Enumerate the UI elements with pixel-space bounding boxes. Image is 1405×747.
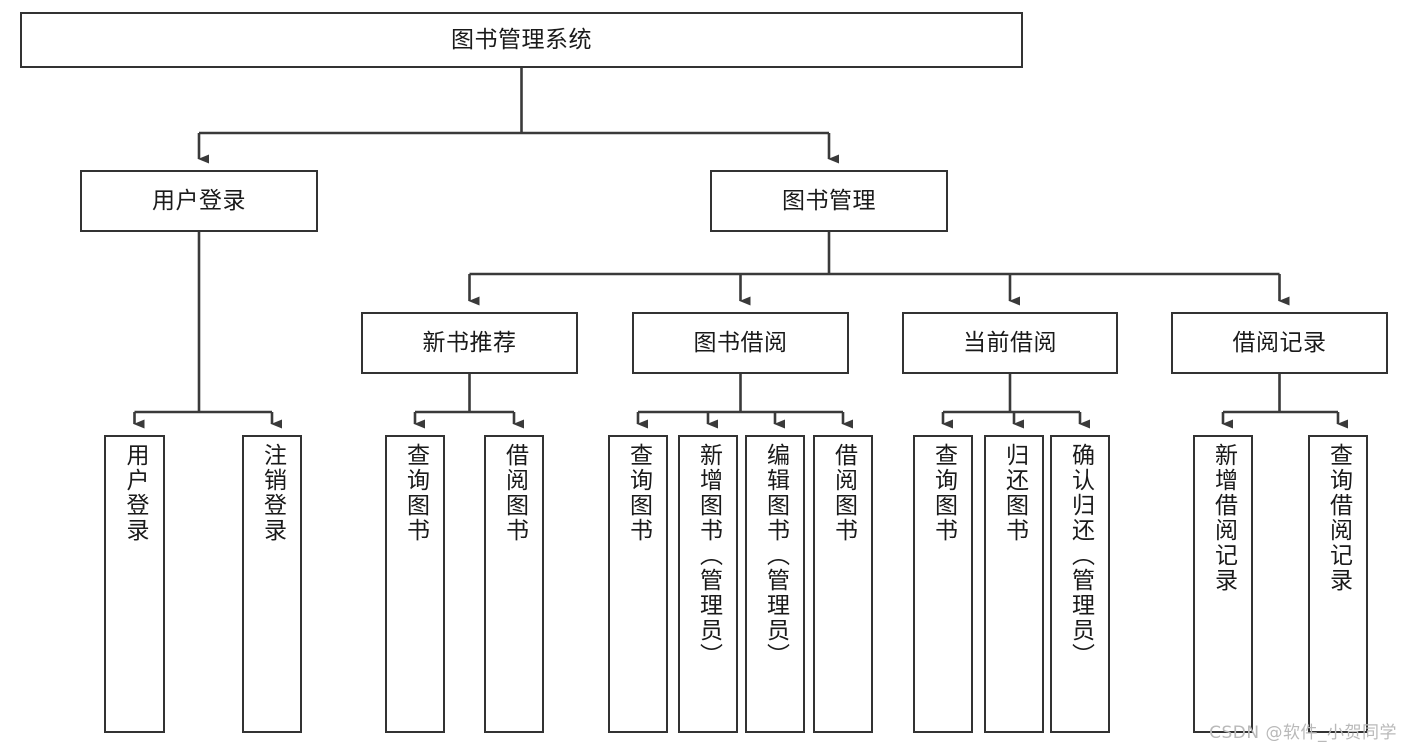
node-leaf-user-login[interactable]: 用户登录 [104, 435, 165, 733]
node-leaf-add-book-admin[interactable]: 新增图书（管理员） [678, 435, 738, 733]
node-user-login[interactable]: 用户登录 [80, 170, 318, 232]
node-current-borrow[interactable]: 当前借阅 [902, 312, 1118, 374]
node-leaf-return-book[interactable]: 归还图书 [984, 435, 1044, 733]
node-root[interactable]: 图书管理系统 [20, 12, 1023, 68]
node-new-book-recommend[interactable]: 新书推荐 [361, 312, 578, 374]
node-label: 借阅记录 [1232, 329, 1327, 356]
node-leaf-add-borrow-record[interactable]: 新增借阅记录 [1193, 435, 1253, 733]
node-label: 图书借阅 [693, 329, 788, 356]
node-label: 查询图书 [625, 443, 652, 543]
node-leaf-query-book-rec[interactable]: 查询图书 [385, 435, 445, 733]
node-label: 查询图书 [930, 443, 957, 543]
node-leaf-query-book-current[interactable]: 查询图书 [913, 435, 973, 733]
node-leaf-borrow-book-rec[interactable]: 借阅图书 [484, 435, 544, 733]
node-label: 查询图书 [402, 443, 429, 543]
node-label: 确认归还（管理员） [1067, 443, 1094, 668]
node-label: 注销登录 [259, 443, 286, 543]
node-label: 归还图书 [1001, 443, 1028, 543]
node-label: 查询借阅记录 [1325, 443, 1352, 593]
node-label: 借阅图书 [501, 443, 528, 543]
node-leaf-query-borrow-record[interactable]: 查询借阅记录 [1308, 435, 1368, 733]
node-leaf-logout[interactable]: 注销登录 [242, 435, 302, 733]
node-label: 图书管理系统 [451, 26, 592, 53]
node-label: 用户登录 [122, 443, 148, 543]
node-label: 新增图书（管理员） [695, 443, 722, 668]
node-label: 当前借阅 [963, 329, 1057, 356]
node-label: 图书管理 [782, 187, 876, 214]
node-leaf-confirm-return-admin[interactable]: 确认归还（管理员） [1050, 435, 1110, 733]
node-leaf-edit-book-admin[interactable]: 编辑图书（管理员） [745, 435, 805, 733]
node-book-borrow[interactable]: 图书借阅 [632, 312, 849, 374]
node-book-management[interactable]: 图书管理 [710, 170, 948, 232]
node-label: 借阅图书 [830, 443, 857, 543]
node-label: 编辑图书（管理员） [762, 443, 789, 668]
node-leaf-query-book-borrow[interactable]: 查询图书 [608, 435, 668, 733]
watermark-text: CSDN @软件_小贺同学 [1209, 723, 1397, 743]
node-leaf-borrow-book[interactable]: 借阅图书 [813, 435, 873, 733]
node-label: 新增借阅记录 [1210, 443, 1237, 593]
node-label: 新书推荐 [422, 329, 517, 356]
node-label: 用户登录 [152, 187, 246, 214]
node-borrow-records[interactable]: 借阅记录 [1171, 312, 1388, 374]
